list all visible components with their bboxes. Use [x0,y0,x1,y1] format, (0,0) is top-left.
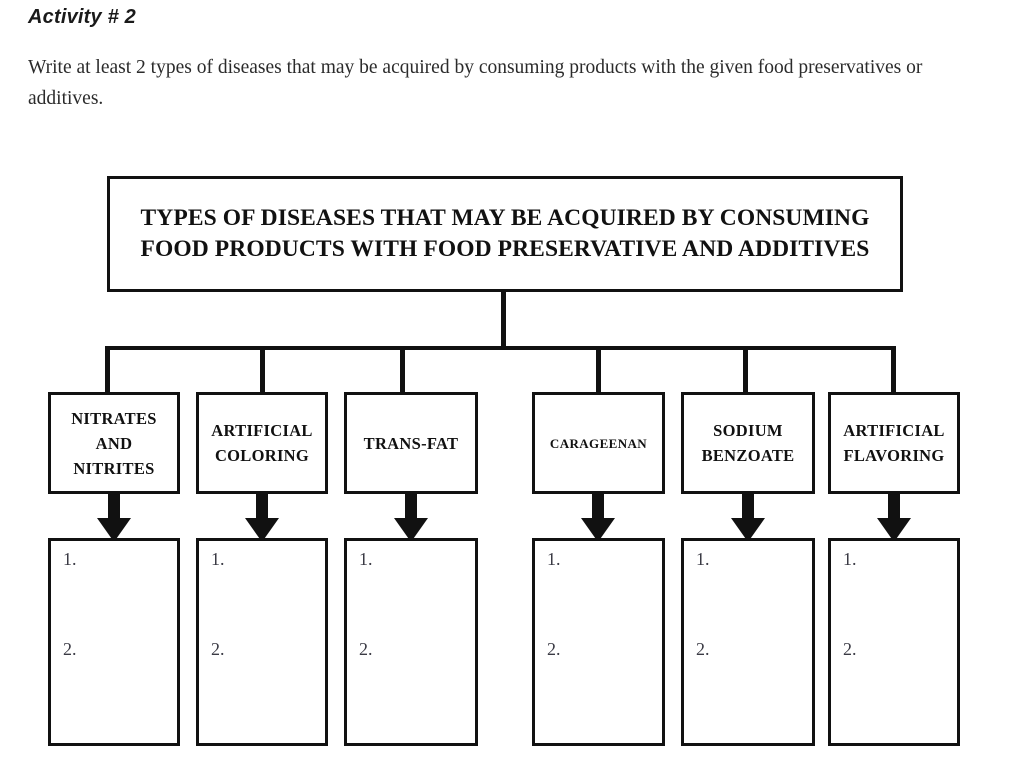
connector-drop-6 [891,346,896,394]
answer-line-1: 1. [547,549,561,569]
answer-line-2: 2. [547,639,561,659]
answer-line-1: 1. [63,549,77,569]
answer-box-2[interactable]: 1. 2. [196,538,328,746]
connector-drop-3 [400,346,405,394]
arrow-down-icon-3 [394,492,428,542]
connector-drop-5 [743,346,748,394]
arrow-down-icon-1 [97,492,131,542]
arrow-down-icon-6 [877,492,911,542]
answer-line-2: 2. [696,639,710,659]
instructions-text: Write at least 2 types of diseases that … [28,57,923,109]
category-box-6: ARTIFICIAL FLAVORING [828,392,960,494]
answer-box-3[interactable]: 1. 2. [344,538,478,746]
connector-drop-1 [105,346,110,394]
category-label-6: ARTIFICIAL FLAVORING [843,421,945,465]
answer-box-5[interactable]: 1. 2. [681,538,815,746]
answer-box-4[interactable]: 1. 2. [532,538,665,746]
answer-line-2: 2. [359,639,373,659]
page-title: Activity # 2 [28,6,137,28]
root-node-label: TYPES OF DISEASES THAT MAY BE ACQUIRED B… [140,205,870,262]
answer-box-6[interactable]: 1. 2. [828,538,960,746]
answer-line-2: 2. [63,639,77,659]
connector-drop-4 [596,346,601,394]
answer-line-2: 2. [211,639,225,659]
category-box-1: NITRATES AND NITRITES [48,392,180,494]
answer-box-1[interactable]: 1. 2. [48,538,180,746]
root-node-box: TYPES OF DISEASES THAT MAY BE ACQUIRED B… [107,176,903,292]
answer-line-1: 1. [211,549,225,569]
category-box-4: CARAGEENAN [532,392,665,494]
category-label-3: TRANS-FAT [363,433,459,453]
answer-line-1: 1. [359,549,373,569]
category-label-2: ARTIFICIAL COLORING [211,421,313,465]
category-box-2: ARTIFICIAL COLORING [196,392,328,494]
category-label-4: CARAGEENAN [549,435,648,451]
category-label-1: NITRATES AND NITRITES [71,408,157,478]
arrow-down-icon-5 [731,492,765,542]
connector-root-stem [501,292,506,348]
answer-line-1: 1. [696,549,710,569]
category-box-3: TRANS-FAT [344,392,478,494]
category-box-5: SODIUM BENZOATE [681,392,815,494]
arrow-down-icon-2 [245,492,279,542]
arrow-down-icon-4 [581,492,615,542]
answer-line-1: 1. [843,549,857,569]
connector-bus-line [105,346,896,350]
answer-line-2: 2. [843,639,857,659]
connector-drop-2 [260,346,265,394]
category-label-5: SODIUM BENZOATE [701,421,795,465]
